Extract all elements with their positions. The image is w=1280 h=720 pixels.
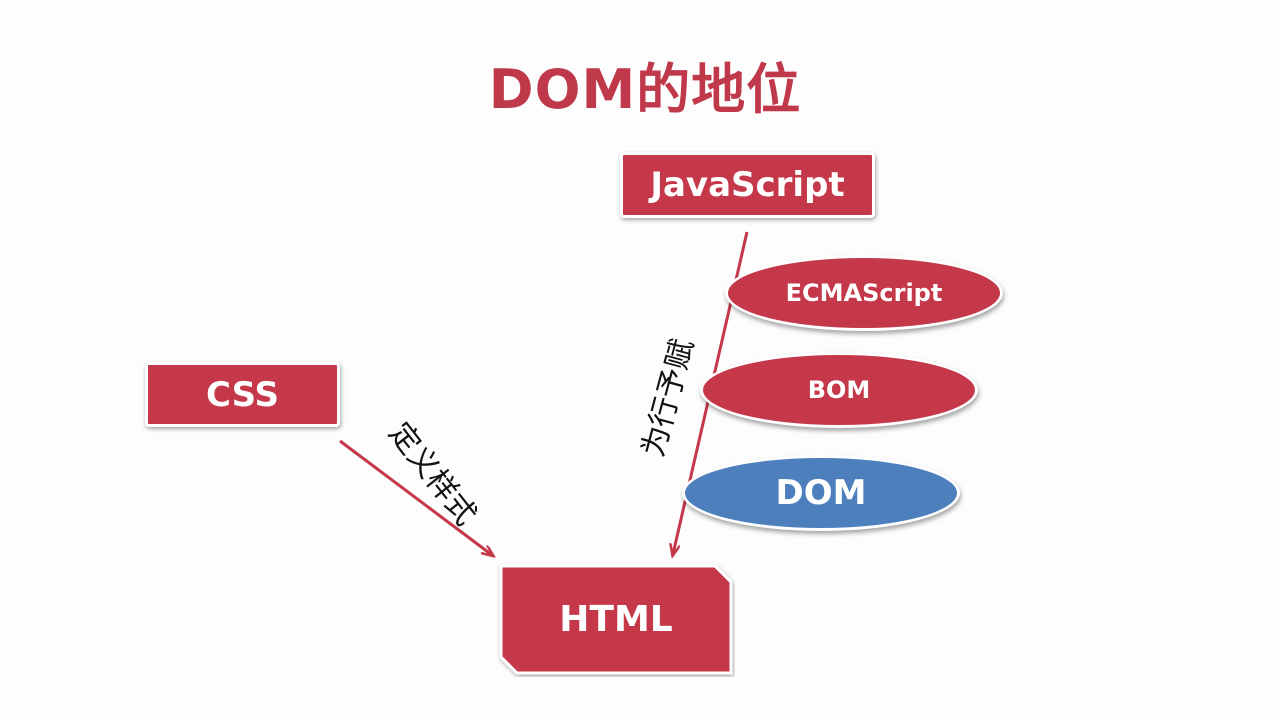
- ecmascript-part: ECMAScript: [725, 255, 1003, 331]
- bom-part: BOM: [700, 352, 978, 428]
- html-node: HTML: [497, 562, 735, 677]
- html-node-label: HTML: [559, 599, 673, 640]
- html-node-shape: [499, 564, 733, 675]
- dom-part: DOM: [682, 455, 960, 531]
- javascript-node: JavaScript: [620, 152, 875, 218]
- css-to-html-arrow: [339, 439, 492, 555]
- slide-title: DOM的地位: [488, 58, 802, 121]
- css-node: CSS: [145, 362, 340, 427]
